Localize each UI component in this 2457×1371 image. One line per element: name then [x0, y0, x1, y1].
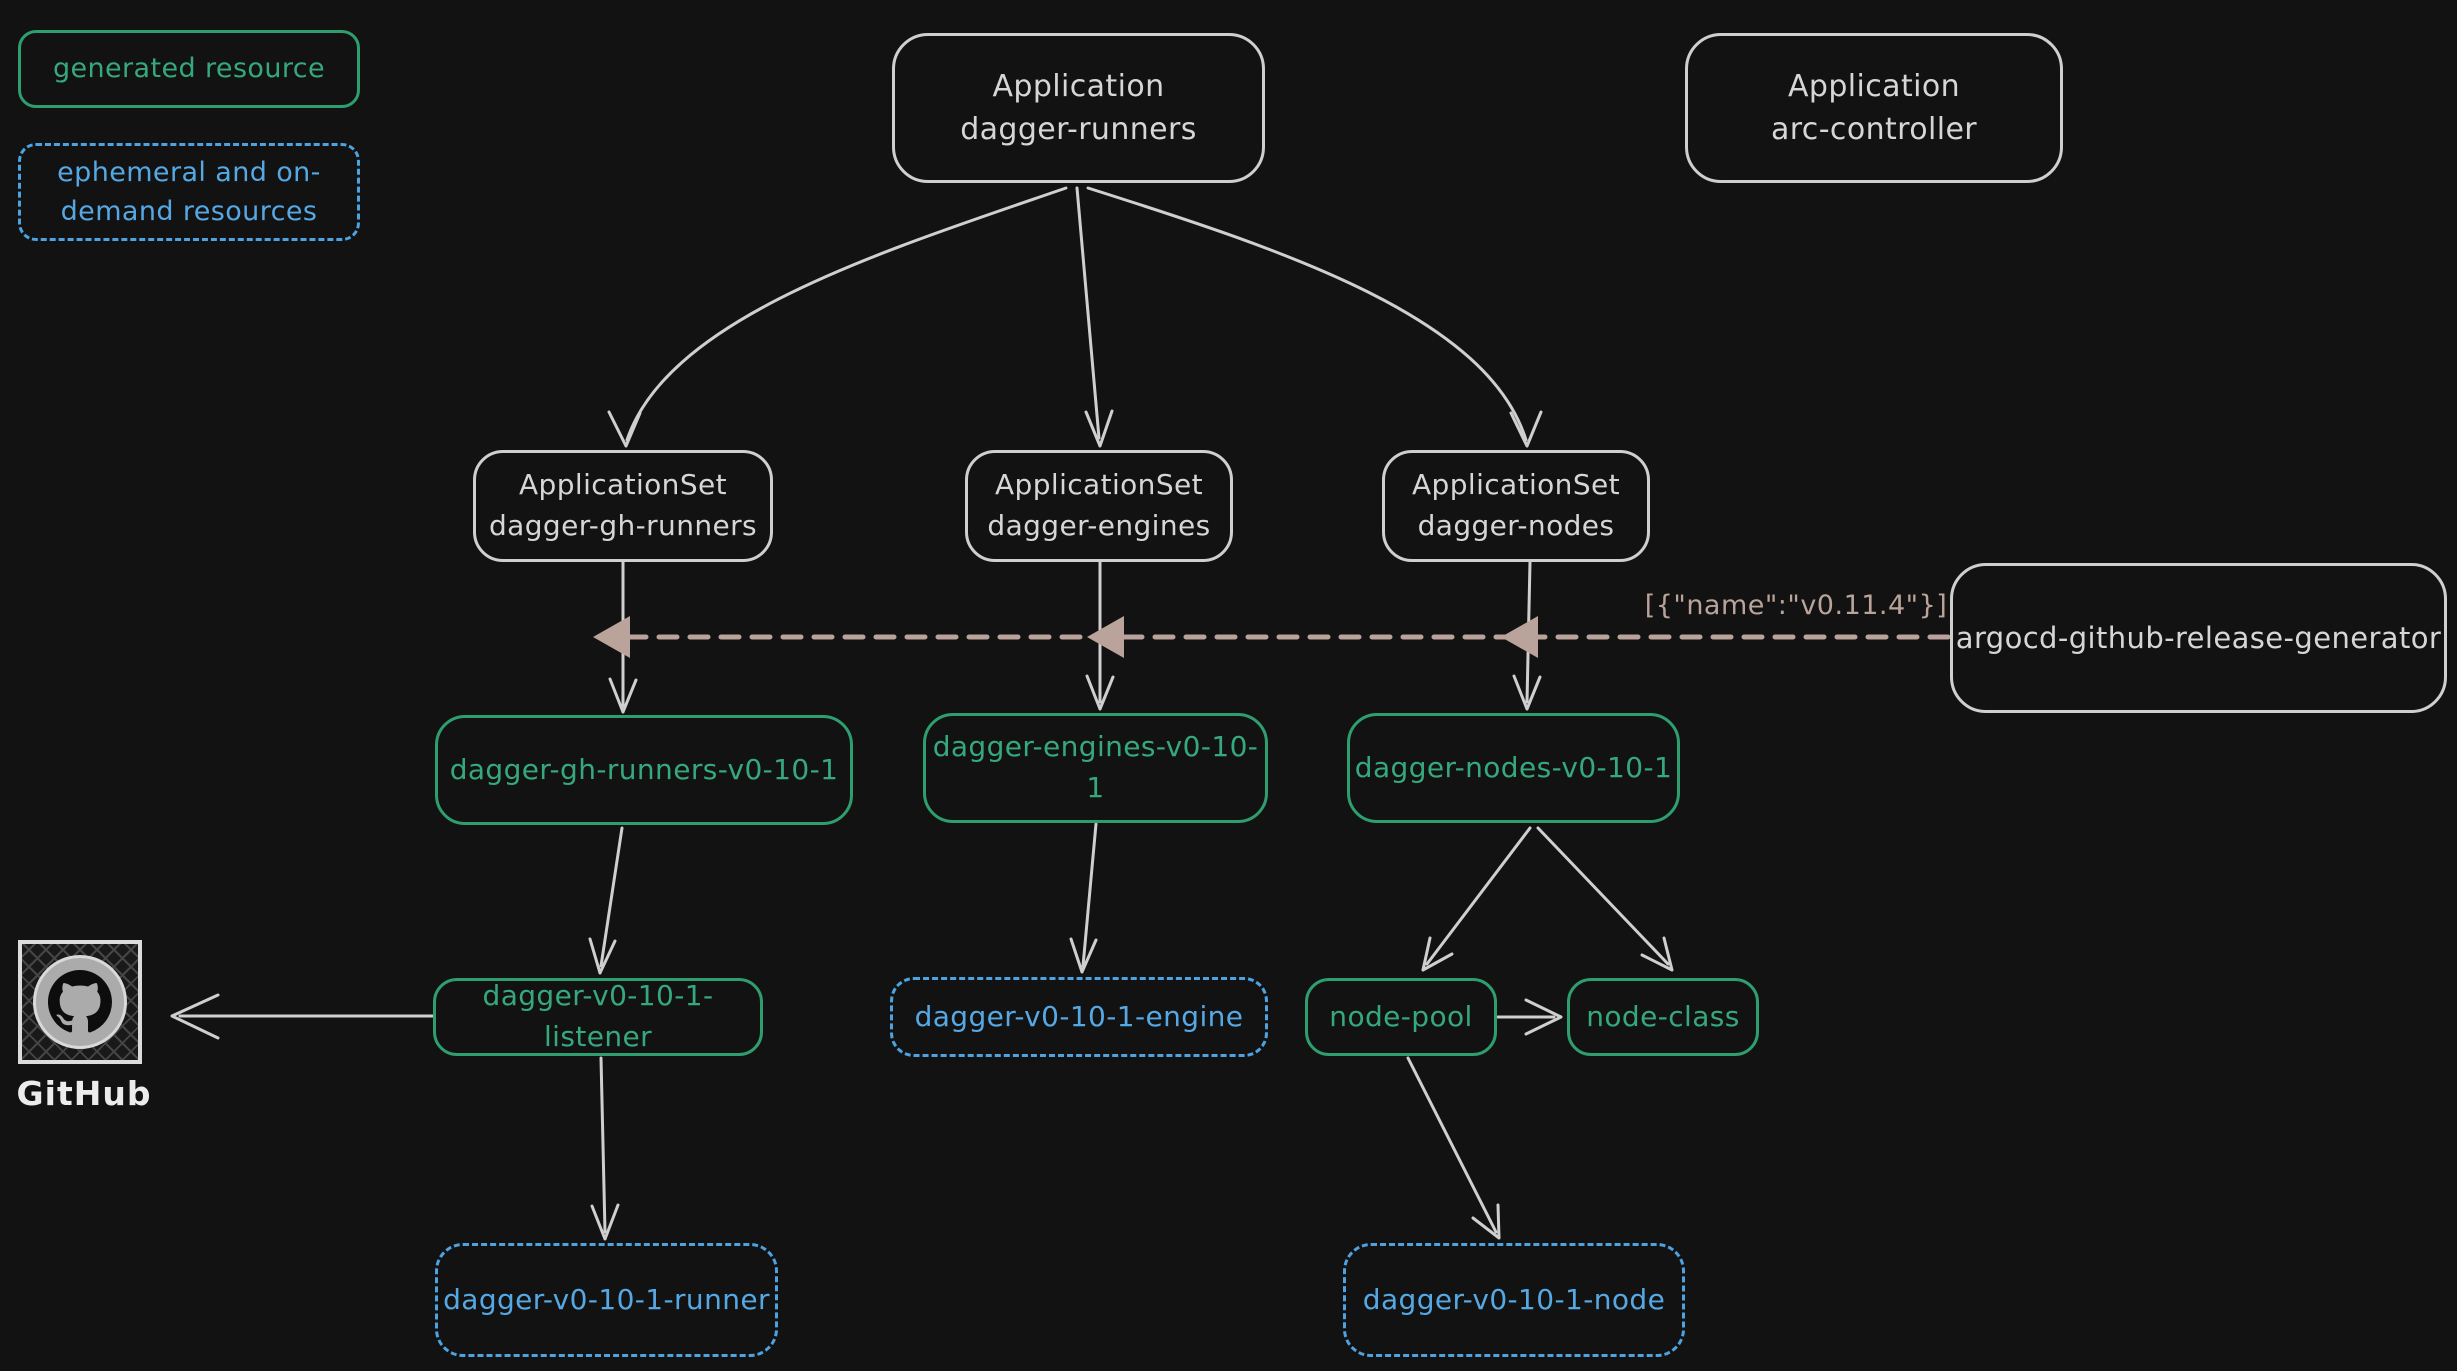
node-dagger-nodes-v0-10-1: dagger-nodes-v0-10-1: [1347, 713, 1680, 823]
node-application-dagger-runners: Application dagger-runners: [892, 33, 1265, 183]
node-dagger-v0-10-1-runner: dagger-v0-10-1-runner: [435, 1243, 778, 1357]
arrow-app-to-appset-engines: [1075, 186, 1114, 448]
github-icon: [18, 940, 142, 1064]
node-dagger-v0-10-1-engine: dagger-v0-10-1-engine: [890, 977, 1268, 1057]
node-node-class: node-class: [1567, 978, 1759, 1056]
node-node-pool: node-pool: [1305, 978, 1497, 1056]
arrow-node-pool-to-node: [1406, 1056, 1501, 1240]
arrow-ghrunners-to-listener: [588, 826, 624, 975]
arrow-node-pool-to-node-class: [1496, 998, 1563, 1036]
github-octocat-circle: [33, 955, 127, 1049]
octocat-icon: [48, 970, 112, 1033]
node-dagger-v0-10-1-listener: dagger-v0-10-1-listener: [433, 978, 763, 1056]
node-argocd-github-release-generator: argocd-github-release-generator: [1950, 563, 2447, 713]
node-dagger-v0-10-1-node: dagger-v0-10-1-node: [1343, 1243, 1685, 1357]
arrow-nodes-to-node-pool: [1421, 826, 1532, 972]
node-appset-dagger-engines: ApplicationSet dagger-engines: [965, 450, 1233, 562]
node-application-arc-controller: Application arc-controller: [1685, 33, 2063, 183]
arrow-listener-to-runner: [590, 1056, 620, 1241]
arrow-app-to-appset-nodes: [1086, 186, 1543, 448]
arrow-nodes-to-node-class: [1536, 826, 1674, 972]
arrow-listener-to-github: [170, 993, 435, 1040]
legend-ephemeral-resources: ephemeral and on- demand resources: [18, 143, 360, 241]
release-param-label: [{"name":"v0.11.4"}]: [1644, 590, 1948, 621]
node-dagger-gh-runners-v0-10-1: dagger-gh-runners-v0-10-1: [435, 715, 853, 825]
arrow-app-to-appset-gh-runners: [607, 186, 1068, 448]
arrow-engines-to-engine: [1069, 822, 1098, 974]
node-appset-dagger-nodes: ApplicationSet dagger-nodes: [1382, 450, 1650, 562]
node-dagger-engines-v0-10-1: dagger-engines-v0-10-1: [923, 713, 1268, 823]
generator-arrowheads: [593, 616, 1538, 658]
github-label: GitHub: [16, 1074, 152, 1113]
node-appset-dagger-gh-runners: ApplicationSet dagger-gh-runners: [473, 450, 773, 562]
legend-generated-resource: generated resource: [18, 30, 360, 108]
